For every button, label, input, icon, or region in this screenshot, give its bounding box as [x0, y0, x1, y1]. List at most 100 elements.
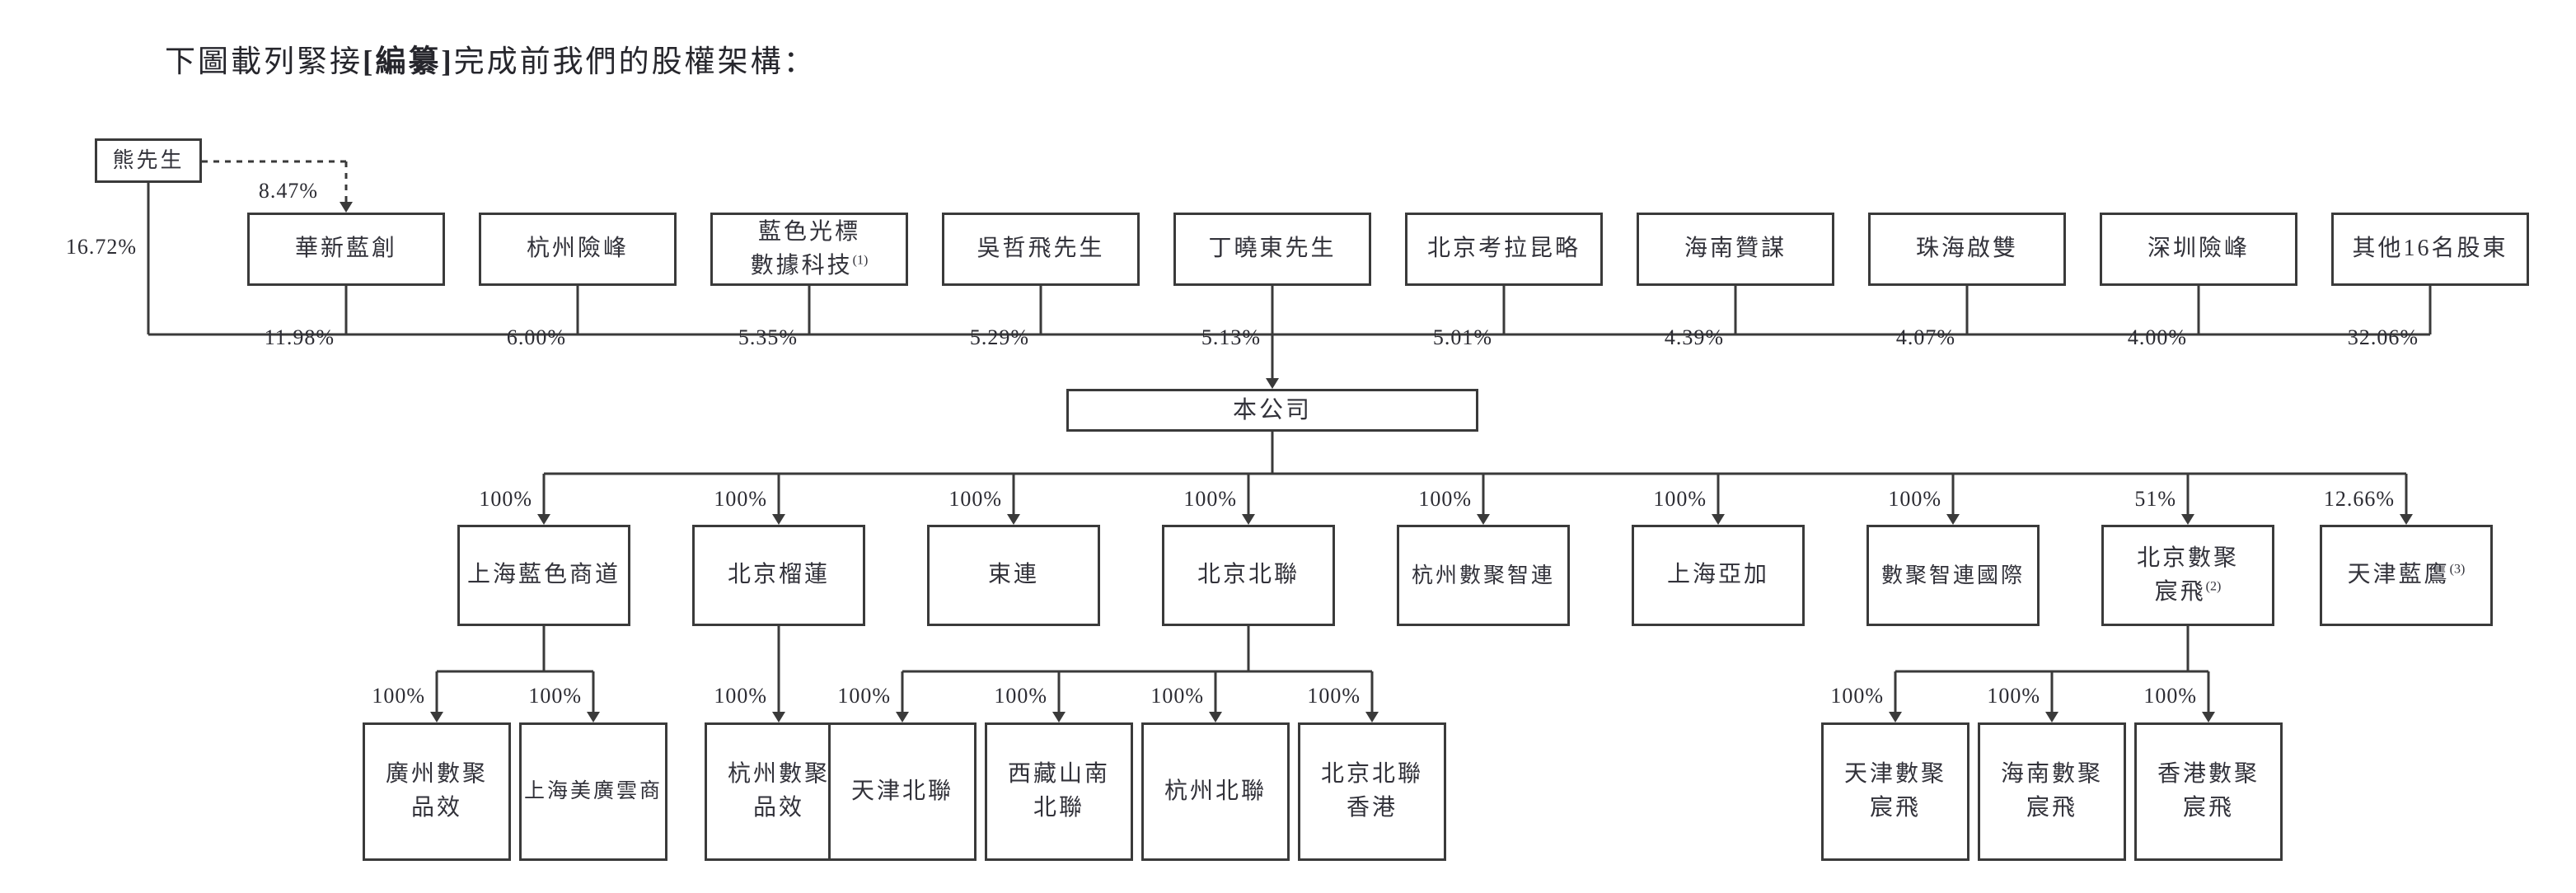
ownership-percent-label: 100%: [1888, 487, 1941, 511]
node-label: 吳哲飛先生: [977, 236, 1105, 262]
arrowhead-down-icon: [772, 514, 785, 525]
node-hongkong-shuju-chenfei: 香港數聚宸飛: [2134, 722, 2283, 861]
node-xizang-shannan-beilian: 西藏山南北聯: [985, 722, 1133, 861]
node-label: 上海美廣雲商: [523, 779, 663, 802]
node-hangzhou-xianfeng: 杭州險峰: [479, 213, 677, 286]
node-label: 本公司: [1232, 396, 1312, 423]
arrowhead-down-icon: [2400, 514, 2413, 525]
arrowhead-down-icon: [1712, 514, 1725, 525]
node-beijing-liulian: 北京榴蓮: [692, 525, 865, 626]
ownership-percent-label: 6.00%: [506, 325, 566, 349]
ownership-percent-label: 32.06%: [2347, 325, 2419, 349]
node-beijing-kaola-kunlve: 北京考拉昆略: [1405, 213, 1603, 286]
ownership-percent-label: 11.98%: [264, 325, 335, 349]
node-label: 品效: [410, 795, 462, 821]
node-label: 宸飛: [2182, 795, 2234, 821]
ownership-percent-label: 100%: [994, 684, 1047, 708]
node-beijing-beilian: 北京北聯: [1162, 525, 1335, 626]
node-label: 北京數聚: [2136, 545, 2239, 571]
ownership-percent-label: 4.00%: [2127, 325, 2187, 349]
node-label: 北京北聯: [1197, 562, 1300, 588]
node-label: 宸飛: [2026, 795, 2077, 821]
node-label: 天津北聯: [850, 778, 953, 804]
node-shuju-zhilian-intl: 數聚智連國際: [1866, 525, 2040, 626]
node-shanghai-lanse-shangdao: 上海藍色商道: [457, 525, 630, 626]
arrowhead-down-icon: [1209, 712, 1222, 722]
arrowhead-down-icon: [2181, 514, 2194, 525]
arrowhead-down-icon: [430, 712, 443, 722]
ownership-percent-label: 100%: [714, 684, 767, 708]
node-tianjin-shuju-chenfei: 天津數聚宸飛: [1821, 722, 1969, 861]
footnote-marker: (2): [2205, 579, 2222, 594]
arrowhead-down-icon: [1007, 514, 1020, 525]
ownership-percent-label: 100%: [948, 487, 1002, 511]
page-title: 下圖載列緊接[編纂]完成前我們的股權架構：: [165, 36, 817, 81]
ownership-percent-label: 100%: [1183, 487, 1237, 511]
node-label: 上海藍色商道: [466, 562, 621, 588]
arrowhead-down-icon: [1477, 514, 1490, 525]
node-other-16-shareholders: 其他16名股東: [2331, 213, 2529, 286]
node-label: 香港數聚: [2157, 761, 2260, 788]
arrowhead-down-icon: [1365, 712, 1379, 722]
node-label: 杭州險峰: [526, 236, 629, 262]
ownership-percent-label: 8.47%: [258, 179, 318, 203]
ownership-percent-label: 51%: [2134, 487, 2176, 511]
node-hangzhou-beilian: 杭州北聯: [1141, 722, 1290, 861]
node-tianjin-beilian: 天津北聯: [828, 722, 977, 861]
ownership-percent-label: 5.01%: [1432, 325, 1492, 349]
arrowhead-down-icon: [1889, 712, 1902, 722]
node-label: 華新藍創: [294, 236, 397, 262]
node-shanghai-yajia: 上海亞加: [1632, 525, 1805, 626]
title-bracketed-bold: [編纂]: [363, 45, 454, 79]
node-label: 廣州數聚: [385, 761, 488, 788]
node-guangzhou-shuju-pinxiao: 廣州數聚品效: [363, 722, 511, 861]
footnote-marker: (3): [2449, 562, 2466, 577]
ownership-percent-label: 100%: [1418, 487, 1472, 511]
ownership-percent-label: 100%: [837, 684, 891, 708]
node-label: 海南贊謀: [1684, 236, 1787, 262]
arrowhead-down-icon: [1946, 514, 1960, 525]
arrowhead-down-icon: [2202, 712, 2215, 722]
ownership-percent-label: 100%: [1653, 487, 1707, 511]
node-wu-zhefei: 吳哲飛先生: [942, 213, 1140, 286]
ownership-percent-label: 100%: [2143, 684, 2197, 708]
node-label: 海南數聚: [2000, 761, 2103, 788]
node-beijing-shuju-chenfei: 北京數聚宸飛(2): [2101, 525, 2274, 626]
footnote-marker: (1): [852, 253, 869, 268]
node-label: 深圳險峰: [2147, 236, 2250, 262]
node-label: 數據科技(1): [750, 252, 869, 278]
ownership-percent-label: 100%: [479, 487, 532, 511]
node-label: 珠海啟雙: [1915, 236, 2018, 262]
node-tianjin-lanying: 天津藍鷹(3): [2320, 525, 2493, 626]
ownership-percent-label: 100%: [1307, 684, 1361, 708]
node-beijing-beilian-hk: 北京北聯香港: [1298, 722, 1446, 861]
ownership-percent-label: 100%: [372, 684, 425, 708]
node-label: 北聯: [1033, 795, 1084, 821]
arrowhead-down-icon: [2045, 712, 2058, 722]
node-label: 其他16名股東: [2352, 236, 2508, 262]
ownership-percent-label: 5.35%: [738, 325, 798, 349]
ownership-percent-label: 5.29%: [969, 325, 1029, 349]
arrowhead-down-icon: [1266, 378, 1279, 389]
node-label: 熊先生: [112, 148, 185, 173]
node-label: 宸飛(2): [2154, 578, 2222, 605]
node-huaxin-lanchuang: 華新藍創: [247, 213, 445, 286]
ownership-percent-label: 100%: [714, 487, 767, 511]
ownership-percent-label: 5.13%: [1201, 325, 1261, 349]
node-xiong: 熊先生: [95, 138, 202, 183]
node-label: 杭州數聚: [727, 761, 830, 788]
arrowhead-down-icon: [896, 712, 909, 722]
arrowhead-down-icon: [537, 514, 550, 525]
node-label: 香港: [1346, 795, 1398, 821]
node-company: 本公司: [1066, 389, 1478, 432]
ownership-percent-label: 100%: [1150, 684, 1204, 708]
node-label: 丁曉東先生: [1208, 236, 1337, 262]
arrowhead-down-icon: [340, 202, 353, 213]
arrowhead-down-icon: [772, 712, 785, 722]
title-prefix: 下圖載列緊接: [165, 45, 363, 79]
node-label: 杭州數聚智連: [1411, 563, 1555, 587]
node-hangzhou-shuju-zhilian: 杭州數聚智連: [1397, 525, 1570, 626]
node-label: 天津數聚: [1843, 761, 1946, 788]
